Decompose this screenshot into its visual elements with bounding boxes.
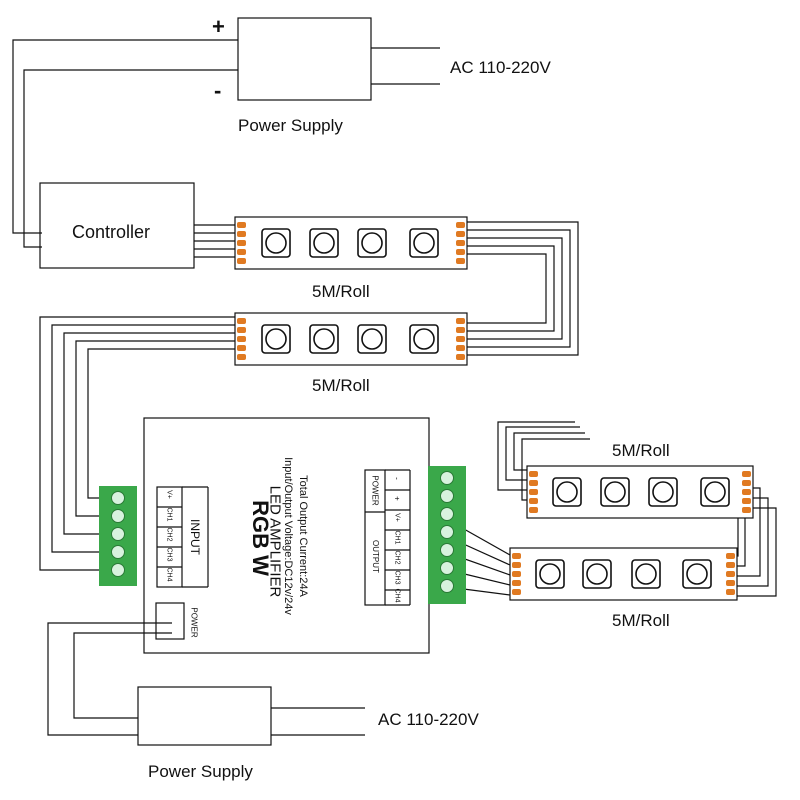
- solder-pad: [529, 489, 538, 495]
- led-lens: [265, 328, 287, 350]
- led-lens: [313, 232, 335, 254]
- solder-pad: [237, 249, 246, 255]
- top-psu-label: Power Supply: [238, 116, 343, 135]
- top-psu-minus-sign: -: [214, 78, 222, 103]
- terminal-screw: [440, 471, 454, 485]
- solder-pad: [529, 471, 538, 477]
- solder-pad: [726, 571, 735, 577]
- led-strip-2: [234, 312, 468, 366]
- solder-pad: [237, 318, 246, 324]
- output-terminal-block: [428, 466, 466, 604]
- amplifier-power-port-label: POWER: [189, 607, 199, 638]
- solder-pad: [529, 480, 538, 486]
- solder-pad: [742, 480, 751, 486]
- solder-pad: [456, 240, 465, 246]
- solder-pad: [529, 507, 538, 513]
- solder-pad: [742, 507, 751, 513]
- terminal-screw: [440, 489, 454, 503]
- solder-pad: [512, 571, 521, 577]
- solder-pad: [237, 222, 246, 228]
- solder-pad: [237, 231, 246, 237]
- solder-pad: [456, 249, 465, 255]
- solder-pad: [456, 336, 465, 342]
- led-lens: [413, 232, 435, 254]
- solder-pad: [726, 580, 735, 586]
- terminal-screw: [440, 561, 454, 575]
- strip-4-label: 5M/Roll: [612, 611, 670, 630]
- solder-pad: [512, 580, 521, 586]
- solder-pad: [237, 354, 246, 360]
- top-psu-ac-label: AC 110-220V: [450, 58, 551, 77]
- amplifier-subtitle: LED AMPLIFIER: [266, 485, 284, 598]
- terminal-screw: [111, 509, 125, 523]
- solder-pad: [529, 498, 538, 504]
- solder-pad: [726, 553, 735, 559]
- solder-pad: [742, 489, 751, 495]
- amplifier-output-label: OUTPUT: [371, 540, 380, 573]
- led-lens: [413, 328, 435, 350]
- solder-pad: [237, 327, 246, 333]
- solder-pad: [456, 327, 465, 333]
- led-lens: [686, 563, 708, 585]
- amplifier-power-port: [155, 602, 185, 640]
- terminal-screw: [111, 545, 125, 559]
- solder-pad: [237, 258, 246, 264]
- amplifier-input-label: INPUT: [188, 519, 202, 555]
- amplifier-current: Total Output Current:24A: [297, 475, 309, 597]
- led-lens: [556, 481, 578, 503]
- solder-pad: [237, 336, 246, 342]
- led-lens: [652, 481, 674, 503]
- solder-pad: [726, 562, 735, 568]
- terminal-screw: [440, 543, 454, 557]
- terminal-screw: [111, 527, 125, 541]
- solder-pad: [742, 471, 751, 477]
- solder-pad: [456, 222, 465, 228]
- solder-pad: [456, 345, 465, 351]
- led-lens: [313, 328, 335, 350]
- led-lens: [361, 328, 383, 350]
- amplifier-voltage: Input/Output Voltage:DC12v/24v: [282, 457, 294, 615]
- terminal-screw: [111, 491, 125, 505]
- solder-pad: [726, 589, 735, 595]
- solder-pad: [456, 354, 465, 360]
- terminal-screw: [111, 563, 125, 577]
- top-psu-plus-sign: +: [212, 14, 225, 39]
- solder-pad: [512, 562, 521, 568]
- led-lens: [604, 481, 626, 503]
- led-lens: [361, 232, 383, 254]
- led-lens: [539, 563, 561, 585]
- bottom-power-supply-box: [137, 686, 272, 746]
- terminal-screw: [440, 525, 454, 539]
- led-lens: [586, 563, 608, 585]
- solder-pad: [456, 231, 465, 237]
- solder-pad: [456, 258, 465, 264]
- solder-pad: [512, 589, 521, 595]
- solder-pad: [456, 318, 465, 324]
- top-power-supply-box: [237, 17, 372, 101]
- amplifier-input-ch4: CH4: [165, 567, 173, 582]
- strip-1-label: 5M/Roll: [312, 282, 370, 301]
- led-lens: [704, 481, 726, 503]
- solder-pad: [237, 240, 246, 246]
- solder-pad: [742, 498, 751, 504]
- strip-3-label: 5M/Roll: [612, 441, 670, 460]
- terminal-screw: [440, 507, 454, 521]
- amplifier-output-ch4: CH4: [393, 588, 401, 603]
- led-lens: [635, 563, 657, 585]
- bottom-psu-ac-label: AC 110-220V: [378, 710, 479, 729]
- led-strip-3: [526, 465, 754, 519]
- led-strip-1: [234, 216, 468, 270]
- controller-label: Controller: [72, 222, 151, 242]
- solder-pad: [237, 345, 246, 351]
- input-terminal-block: [99, 486, 137, 586]
- led-lens: [265, 232, 287, 254]
- amplifier-output-power-label: POWER: [370, 475, 380, 506]
- terminal-screw: [440, 579, 454, 593]
- solder-pad: [512, 553, 521, 559]
- led-strip-4: [509, 547, 738, 601]
- strip-2-label: 5M/Roll: [312, 376, 370, 395]
- bottom-psu-label: Power Supply: [148, 762, 253, 781]
